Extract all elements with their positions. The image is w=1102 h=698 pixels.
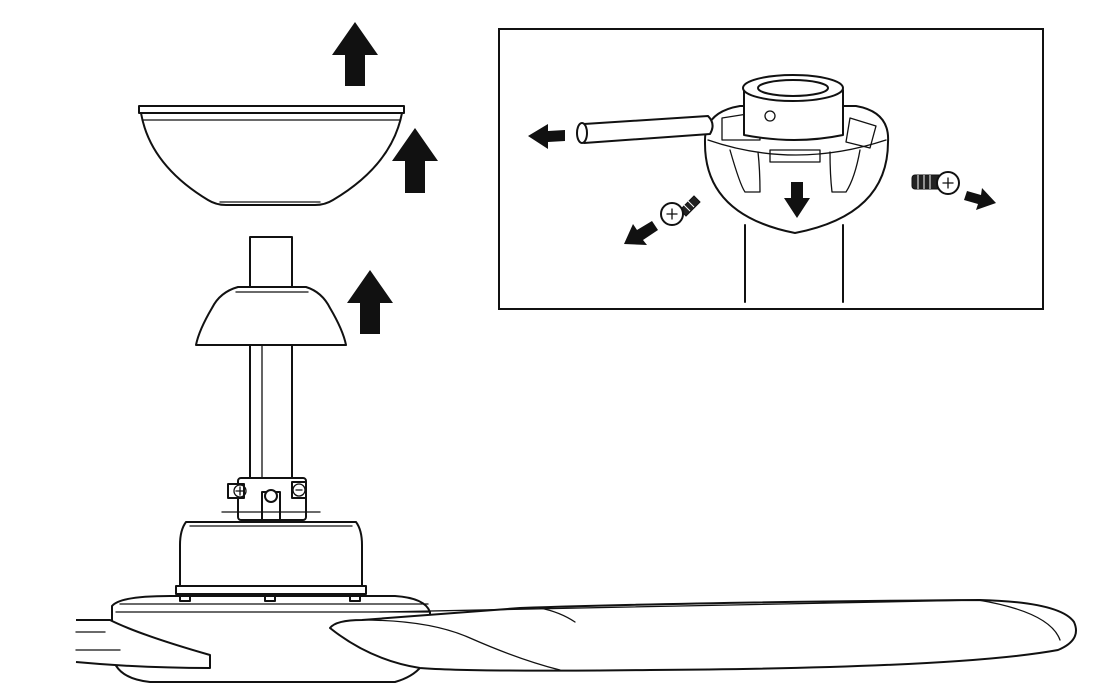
screw-icon (660, 195, 701, 226)
left-blade (75, 619, 211, 669)
up-arrow-icon (347, 270, 393, 334)
left-arrow-icon (528, 124, 565, 149)
motor-housing (175, 521, 367, 595)
canopy (138, 105, 405, 206)
up-arrow-icon (392, 128, 438, 193)
right-arrow-icon (964, 188, 996, 210)
down-arrow-icon (784, 182, 810, 218)
downrod (249, 236, 293, 481)
yoke-bracket (221, 477, 321, 521)
up-arrow-icon (332, 22, 378, 86)
right-blade (329, 599, 1077, 672)
screw-icon (911, 171, 960, 195)
coupling-cover (195, 286, 347, 346)
detail-inset (498, 28, 1044, 310)
pin (576, 115, 714, 144)
left-arrow-icon (624, 221, 658, 245)
